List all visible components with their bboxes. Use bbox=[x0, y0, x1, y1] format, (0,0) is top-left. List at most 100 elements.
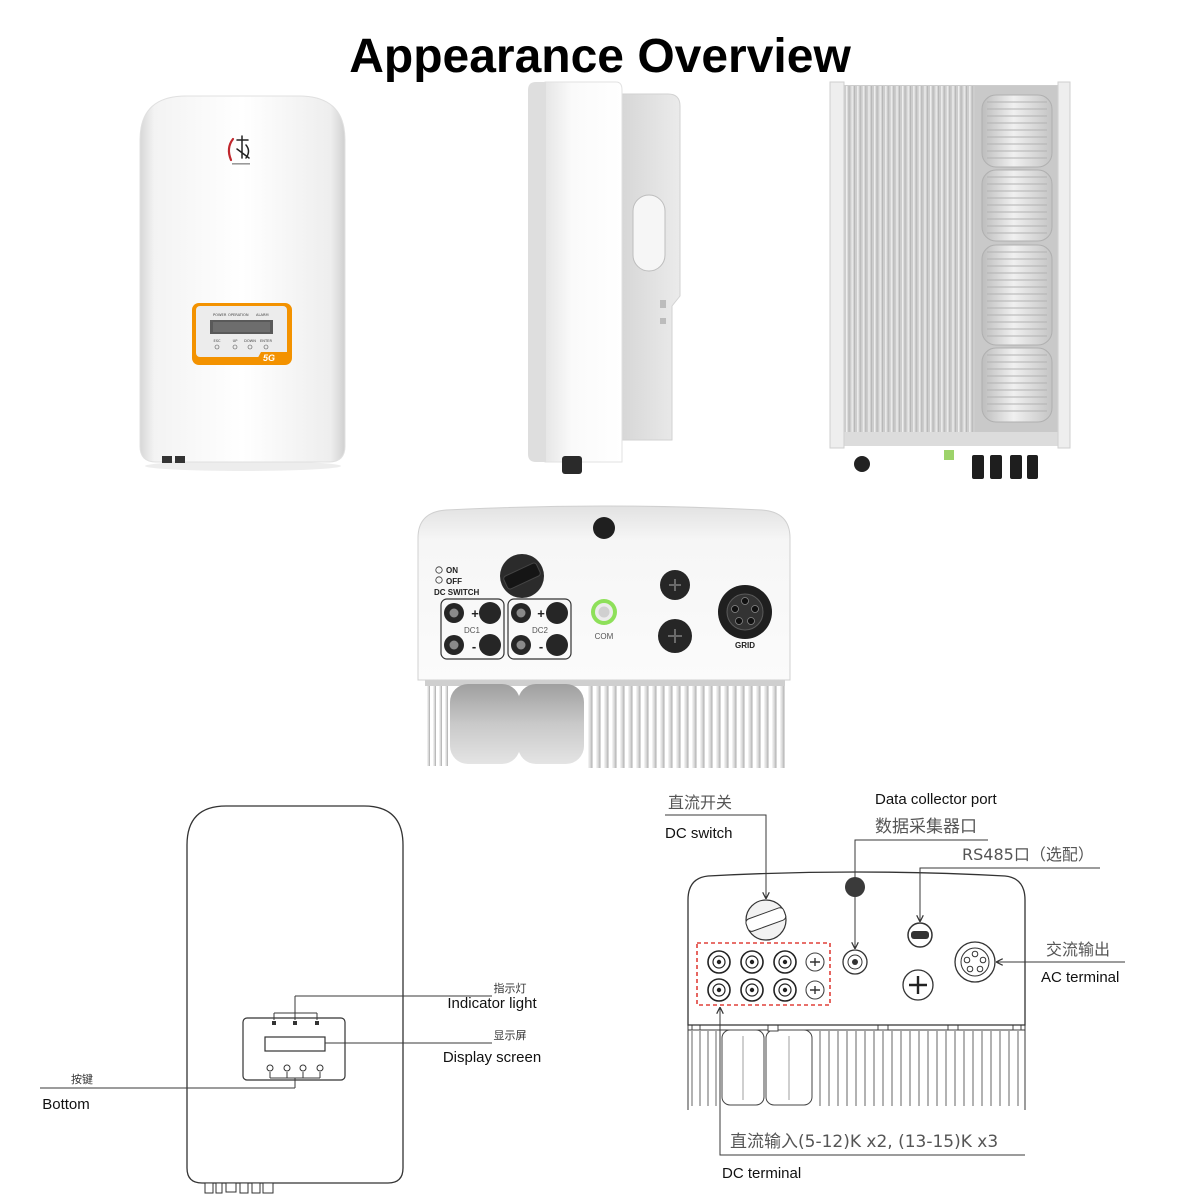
display-label-en: Display screen bbox=[443, 1049, 541, 1066]
heatsink-fin bbox=[896, 86, 900, 432]
back-connector bbox=[854, 456, 870, 472]
dc-terminal-inner bbox=[712, 983, 726, 997]
heatsink-fin bbox=[918, 86, 923, 432]
dc1-label: DC1 bbox=[464, 626, 481, 635]
blanking-plug-lower bbox=[658, 619, 692, 653]
indicator-light-dot bbox=[272, 1021, 276, 1025]
dc-switch-label: DC SWITCH bbox=[434, 588, 480, 597]
dc1-plus-socket bbox=[479, 602, 501, 624]
key-button-outline bbox=[299, 1064, 307, 1072]
series-badge-bg bbox=[255, 352, 290, 363]
bottom-line-diagram: 直流开关 DC switch Data collector port 数据采集器… bbox=[665, 791, 1125, 1182]
data-port-center bbox=[852, 959, 858, 965]
ac-pin bbox=[976, 965, 984, 973]
ac-pin bbox=[979, 956, 987, 964]
heatsink-fin bbox=[756, 686, 761, 768]
switch-on-label: ON bbox=[446, 566, 458, 575]
switch-off-label: OFF bbox=[446, 577, 462, 586]
heatsink-fin bbox=[885, 86, 889, 432]
front-outline bbox=[186, 805, 404, 1184]
back-com-port bbox=[944, 450, 954, 460]
heatsink-fin bbox=[868, 86, 872, 432]
dc-terminal-inner bbox=[778, 983, 792, 997]
heatsink-fin bbox=[946, 86, 951, 432]
heatsink-fin bbox=[676, 686, 681, 768]
heatsink-fin bbox=[941, 86, 945, 432]
plug-cross-icon bbox=[669, 579, 681, 591]
heatsink-fin bbox=[772, 686, 777, 768]
back-left-rail bbox=[829, 81, 845, 449]
key-label-en: Bottom bbox=[42, 1096, 90, 1113]
grid-pin bbox=[735, 617, 743, 625]
dc-terminal-leader-line bbox=[720, 1008, 1025, 1156]
side-front-edge bbox=[528, 82, 546, 462]
diagram-data-collector-port bbox=[842, 949, 868, 975]
dc-terminal-pin bbox=[716, 959, 722, 965]
ac-pin bbox=[971, 950, 979, 958]
dc-switch-leader-line bbox=[665, 814, 766, 898]
lcd-screen-inner bbox=[213, 322, 270, 332]
heatsink-fin bbox=[764, 686, 769, 768]
indicator-label-cn: 指示灯 bbox=[494, 981, 527, 995]
heatsink-fin bbox=[935, 86, 939, 432]
dc1-plus-sign: + bbox=[471, 606, 479, 621]
dc2-plus-socket bbox=[546, 602, 568, 624]
bottom-connector-outline bbox=[204, 1182, 214, 1194]
key-label-cn: 按键 bbox=[71, 1072, 93, 1086]
indicator-label-alarm: ALARM bbox=[256, 313, 269, 317]
front-view-body bbox=[139, 95, 346, 463]
key-button-outline bbox=[266, 1064, 274, 1072]
connector-pin bbox=[449, 608, 459, 618]
heatsink-fin bbox=[427, 686, 430, 766]
dc2-label: DC2 bbox=[532, 626, 549, 635]
dc-switch-handle-outline bbox=[745, 907, 787, 932]
heatsink-fin bbox=[628, 686, 633, 768]
dc-terminal-inner bbox=[778, 955, 792, 969]
cooling-block bbox=[450, 684, 520, 764]
cooling-block bbox=[518, 684, 584, 764]
heatsink-fin bbox=[724, 686, 729, 768]
dc-terminal-pin bbox=[716, 987, 722, 993]
back-dc-connector bbox=[1027, 455, 1038, 479]
heatsink-fin bbox=[660, 686, 665, 768]
diagram-heatsink-fins bbox=[691, 1031, 1019, 1106]
logo-stroke bbox=[227, 137, 235, 162]
back-bottom-bar bbox=[844, 432, 1058, 446]
dc-terminal-inner bbox=[745, 955, 759, 969]
heatsink-fin bbox=[924, 86, 928, 432]
diagram-dc-terminals bbox=[696, 942, 831, 1006]
dc1-group: + - DC1 bbox=[440, 598, 505, 660]
grid-label: GRID bbox=[735, 641, 755, 650]
logo-stroke bbox=[236, 135, 250, 159]
dc-terminal-connectors bbox=[707, 950, 825, 1002]
indicator-light-dot bbox=[293, 1021, 297, 1025]
heatsink-fin bbox=[732, 686, 737, 768]
heatsink-fin bbox=[952, 86, 956, 432]
ac-terminal-inner bbox=[960, 947, 990, 977]
side-bottom-connector bbox=[562, 456, 582, 474]
heatsink-fin bbox=[652, 686, 657, 768]
rs485-socket bbox=[911, 931, 929, 939]
heatsink-fin bbox=[700, 686, 705, 768]
heatsink-fin bbox=[644, 686, 649, 768]
heatsink-fin bbox=[930, 86, 934, 432]
heatsink-fin bbox=[692, 686, 697, 768]
dc2-minus-sign: - bbox=[539, 639, 543, 654]
bottom-connector-outline bbox=[262, 1182, 274, 1194]
diagram-dc-switch bbox=[745, 899, 787, 941]
back-heatsink-fins bbox=[846, 86, 973, 432]
key-leader-line bbox=[40, 1072, 321, 1089]
bottom-connector-outline bbox=[239, 1182, 249, 1194]
heatsink-fin bbox=[740, 686, 745, 768]
heatsink-fin bbox=[874, 86, 878, 432]
dc-terminal-inner bbox=[712, 955, 726, 969]
indicator-label-en: Indicator light bbox=[447, 995, 537, 1012]
button-label-esc: ESC bbox=[213, 339, 221, 343]
heatsink-fin bbox=[445, 686, 448, 766]
switch-off-icon bbox=[435, 576, 443, 584]
dc-terminal-inner bbox=[745, 983, 759, 997]
page-title: Appearance Overview bbox=[349, 30, 851, 83]
front-line-diagram: 指示灯 Indicator light 显示屏 Display screen 按… bbox=[40, 805, 541, 1194]
back-view-photo bbox=[829, 81, 1071, 479]
